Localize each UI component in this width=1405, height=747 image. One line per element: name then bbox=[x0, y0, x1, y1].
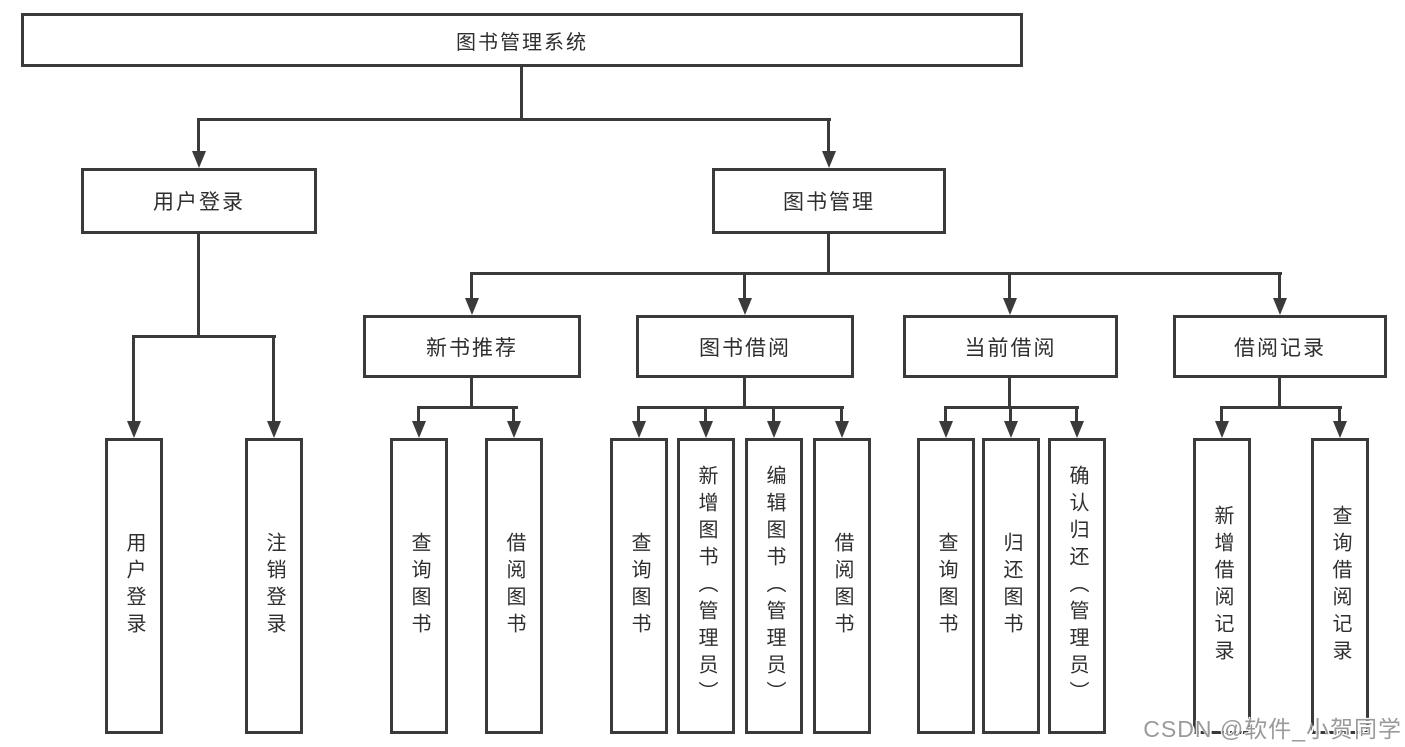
arrow-down-icon bbox=[1273, 298, 1287, 315]
leaf-label: 借阅图书 bbox=[831, 532, 853, 640]
connector-line bbox=[197, 234, 200, 337]
leaf-user-login: 用户登录 bbox=[105, 438, 163, 734]
connector-line bbox=[1220, 406, 1223, 423]
node-borrowing-records: 借阅记录 bbox=[1173, 315, 1387, 378]
node-user-login: 用户登录 bbox=[81, 168, 317, 234]
node-label: 当前借阅 bbox=[964, 336, 1057, 360]
connector-line bbox=[470, 272, 473, 300]
leaf-label: 借阅图书 bbox=[503, 532, 525, 640]
leaf-return-book: 归还图书 bbox=[982, 438, 1040, 734]
connector-line bbox=[197, 118, 831, 121]
leaf-query-books-borrowing: 查询图书 bbox=[610, 438, 668, 734]
arrow-down-icon bbox=[1333, 421, 1347, 438]
node-label: 用户登录 bbox=[153, 191, 245, 214]
arrow-down-icon bbox=[1003, 298, 1017, 315]
connector-line bbox=[132, 335, 135, 423]
connector-line bbox=[743, 378, 746, 408]
leaf-query-books-current: 查询图书 bbox=[917, 438, 975, 734]
arrow-down-icon bbox=[1215, 421, 1229, 438]
arrow-down-icon bbox=[465, 298, 479, 315]
node-book-management: 图书管理 bbox=[712, 168, 946, 234]
connector-line bbox=[1220, 406, 1342, 409]
connector-line bbox=[1278, 272, 1281, 300]
node-book-borrowing: 图书借阅 bbox=[636, 315, 854, 378]
leaf-borrow-books-borrowing: 借阅图书 bbox=[813, 438, 871, 734]
leaf-borrow-books-recommend: 借阅图书 bbox=[485, 438, 543, 734]
connector-line bbox=[1338, 406, 1341, 423]
leaf-add-book-admin: 新增图书（管理员） bbox=[677, 438, 735, 734]
leaf-add-borrow-record: 新增借阅记录 bbox=[1193, 438, 1251, 734]
leaf-label: 查询图书 bbox=[628, 532, 650, 640]
connector-line bbox=[827, 234, 830, 274]
arrow-down-icon bbox=[939, 421, 953, 438]
leaf-label: 新增图书（管理员） bbox=[695, 464, 717, 708]
node-current-borrowing: 当前借阅 bbox=[903, 315, 1118, 378]
arrow-down-icon bbox=[822, 151, 836, 168]
node-label: 图书借阅 bbox=[699, 336, 791, 360]
connector-line bbox=[272, 335, 275, 423]
arrow-down-icon bbox=[192, 151, 206, 168]
leaf-label: 新增借阅记录 bbox=[1211, 505, 1233, 667]
connector-line bbox=[520, 67, 523, 120]
connector-line bbox=[1008, 378, 1011, 408]
arrow-down-icon bbox=[738, 298, 752, 315]
leaf-logout: 注销登录 bbox=[245, 438, 303, 734]
connector-line bbox=[470, 378, 473, 408]
arrow-down-icon bbox=[699, 421, 713, 438]
leaf-label: 编辑图书（管理员） bbox=[763, 464, 785, 708]
leaf-label: 查询图书 bbox=[935, 532, 957, 640]
leaf-label: 确认归还（管理员） bbox=[1066, 464, 1088, 708]
leaf-label: 注销登录 bbox=[263, 532, 285, 640]
leaf-label: 归还图书 bbox=[1000, 532, 1022, 640]
leaf-label: 查询图书 bbox=[408, 532, 430, 640]
leaf-label: 用户登录 bbox=[123, 532, 145, 640]
connector-line bbox=[743, 272, 746, 300]
csdn-watermark: CSDN @软件_小贺同学 bbox=[1143, 716, 1402, 742]
connector-line bbox=[470, 272, 1282, 275]
connector-line bbox=[704, 406, 707, 423]
connector-line bbox=[772, 406, 775, 423]
node-label: 借阅记录 bbox=[1234, 336, 1326, 360]
node-library-management-system: 图书管理系统 bbox=[21, 13, 1023, 67]
connector-line bbox=[417, 406, 518, 409]
connector-line bbox=[1008, 272, 1011, 300]
connector-line bbox=[132, 335, 276, 338]
node-new-book-recommendation: 新书推荐 bbox=[363, 315, 581, 378]
arrow-down-icon bbox=[632, 421, 646, 438]
connector-line bbox=[197, 118, 200, 154]
arrow-down-icon bbox=[267, 421, 281, 438]
connector-line bbox=[1009, 406, 1012, 423]
connector-line bbox=[944, 406, 947, 423]
arrow-down-icon bbox=[835, 421, 849, 438]
connector-line bbox=[417, 406, 420, 423]
connector-line bbox=[637, 406, 844, 409]
connector-line bbox=[827, 118, 830, 154]
connector-line bbox=[1075, 406, 1078, 423]
leaf-edit-book-admin: 编辑图书（管理员） bbox=[745, 438, 803, 734]
arrow-down-icon bbox=[767, 421, 781, 438]
connector-line bbox=[637, 406, 640, 423]
connector-line bbox=[1278, 378, 1281, 408]
connector-line bbox=[512, 406, 515, 423]
node-label: 图书管理 bbox=[783, 191, 875, 214]
leaf-query-books-recommend: 查询图书 bbox=[390, 438, 448, 734]
arrow-down-icon bbox=[1004, 421, 1018, 438]
arrow-down-icon bbox=[127, 421, 141, 438]
arrow-down-icon bbox=[507, 421, 521, 438]
connector-line bbox=[840, 406, 843, 423]
node-label: 新书推荐 bbox=[426, 336, 518, 360]
arrow-down-icon bbox=[1070, 421, 1084, 438]
arrow-down-icon bbox=[412, 421, 426, 438]
leaf-confirm-return-admin: 确认归还（管理员） bbox=[1048, 438, 1106, 734]
leaf-label: 查询借阅记录 bbox=[1329, 505, 1351, 667]
leaf-query-borrow-record: 查询借阅记录 bbox=[1311, 438, 1369, 734]
node-label: 图书管理系统 bbox=[456, 31, 588, 54]
